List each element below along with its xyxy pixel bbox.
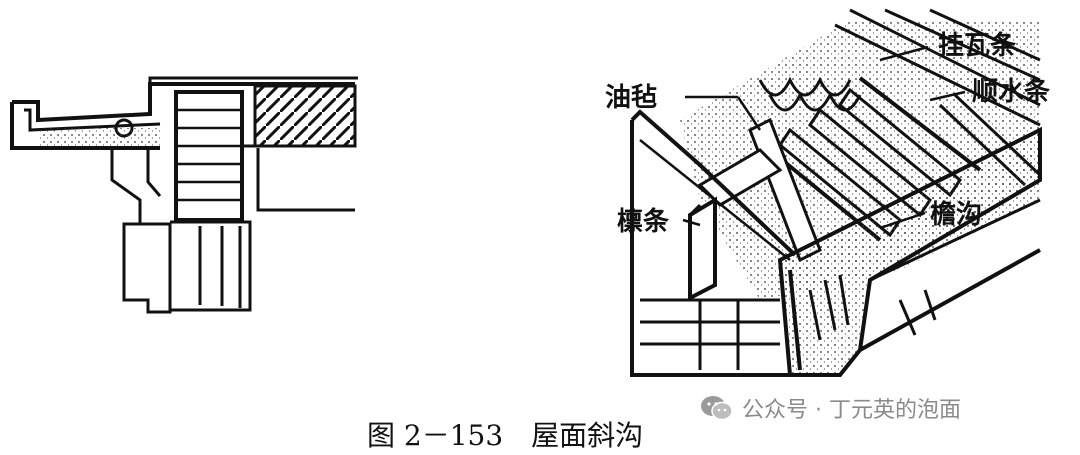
figure-number: 图 2－153 [367,419,504,452]
watermark: 公众号 · 丁元英的泡面 [700,388,961,428]
label-batten: 挂瓦条 [938,31,1017,61]
wechat-icon [701,396,733,421]
figure-title: 屋面斜沟 [531,419,644,452]
label-felt: 油毡 [605,83,658,113]
isometric-drawing [630,8,1042,377]
watermark-text: 公众号 · 丁元英的泡面 [742,398,961,423]
figure-caption: 图 2－153 屋面斜沟 [367,414,643,454]
label-counter-batten: 顺水条 [972,77,1051,107]
section-drawing [10,76,358,314]
label-eave-gutter: 檐沟 [930,200,983,230]
label-purlin: 檩条 [617,207,670,237]
